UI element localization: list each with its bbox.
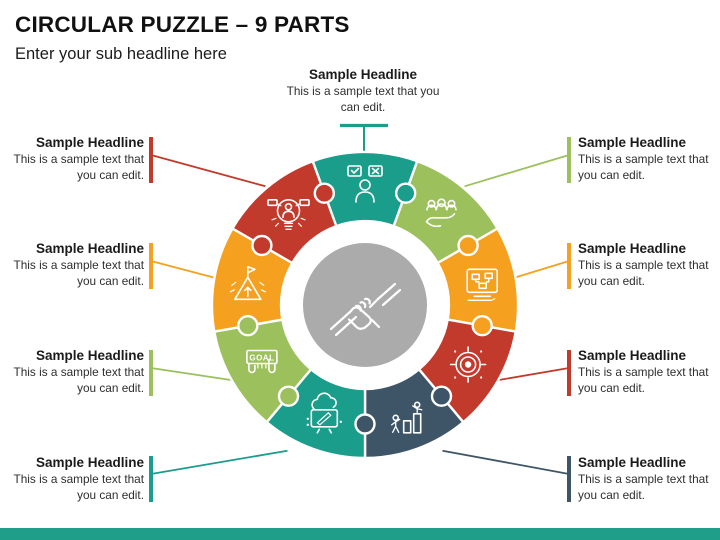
callout-left-2: Sample Headline This is a sample text th… <box>8 240 144 289</box>
callout-right-2: Sample Headline This is a sample text th… <box>578 240 718 289</box>
footer-bar <box>0 528 720 540</box>
callout-left-1: Sample Headline This is a sample text th… <box>8 134 144 183</box>
puzzle-knob <box>395 182 417 204</box>
puzzle-knob <box>354 413 376 435</box>
goal-board-icon: GOAL <box>246 349 278 374</box>
callout-left-4: Sample Headline This is a sample text th… <box>8 454 144 503</box>
puzzle-knob <box>277 385 300 407</box>
callout-body: This is a sample text that you can edit. <box>13 365 144 395</box>
team-support-icon <box>425 198 457 228</box>
callout-top: Sample Headline This is a sample text th… <box>279 66 447 115</box>
callout-right-4: Sample Headline This is a sample text th… <box>578 454 718 503</box>
callout-headline: Sample Headline <box>578 348 687 363</box>
slide-title: CIRCULAR PUZZLE – 9 PARTS <box>15 12 350 37</box>
connector-line <box>464 154 570 188</box>
callout-headline: Sample Headline <box>35 135 144 150</box>
growth-chart-icon <box>391 401 423 434</box>
callout-body: This is a sample text that you can edit. <box>13 472 144 502</box>
callout-body: This is a sample text that you can edit. <box>578 258 709 288</box>
puzzle-knob <box>313 182 335 204</box>
puzzle-knob <box>457 234 479 257</box>
callout-right-1: Sample Headline This is a sample text th… <box>578 134 718 183</box>
planning-monitor-icon <box>466 268 499 301</box>
callout-body: This is a sample text that you can edit. <box>578 152 709 182</box>
callout-right-3: Sample Headline This is a sample text th… <box>578 347 718 396</box>
decision-person-icon <box>347 165 383 203</box>
callout-left-3: Sample Headline This is a sample text th… <box>8 347 144 396</box>
callout-body: This is a sample text that you can edit. <box>13 152 144 182</box>
puzzle-knob <box>430 385 453 407</box>
connector-line <box>495 367 570 382</box>
mission-mountain-icon <box>229 265 266 301</box>
connector-line <box>150 260 224 281</box>
connector-line <box>506 260 570 281</box>
connector-line <box>150 154 266 188</box>
callout-headline: Sample Headline <box>578 455 687 470</box>
callout-body: This is a sample text that you can edit. <box>578 472 709 502</box>
connector-line <box>442 449 570 475</box>
callout-headline: Sample Headline <box>35 455 144 470</box>
callout-headline: Sample Headline <box>35 348 144 363</box>
svg-text:GOAL: GOAL <box>249 354 274 363</box>
callout-headline: Sample Headline <box>578 135 687 150</box>
cloud-design-icon <box>306 392 342 434</box>
handshake-icon <box>329 282 402 337</box>
puzzle-knob <box>237 315 259 337</box>
connector-line <box>150 367 235 382</box>
puzzle-knob <box>471 315 493 337</box>
callout-headline: Sample Headline <box>35 241 144 256</box>
callout-body: This is a sample text that you can edit. <box>286 84 440 114</box>
callout-headline: Sample Headline <box>308 67 418 82</box>
puzzle-knob <box>251 234 273 257</box>
idea-person-icon <box>267 199 310 230</box>
target-icon <box>449 346 487 383</box>
callout-body: This is a sample text that you can edit. <box>578 365 709 395</box>
callout-headline: Sample Headline <box>578 241 687 256</box>
connector-line <box>150 449 288 475</box>
slide-subtitle: Enter your sub headline here <box>15 45 227 63</box>
callout-body: This is a sample text that you can edit. <box>13 258 144 288</box>
